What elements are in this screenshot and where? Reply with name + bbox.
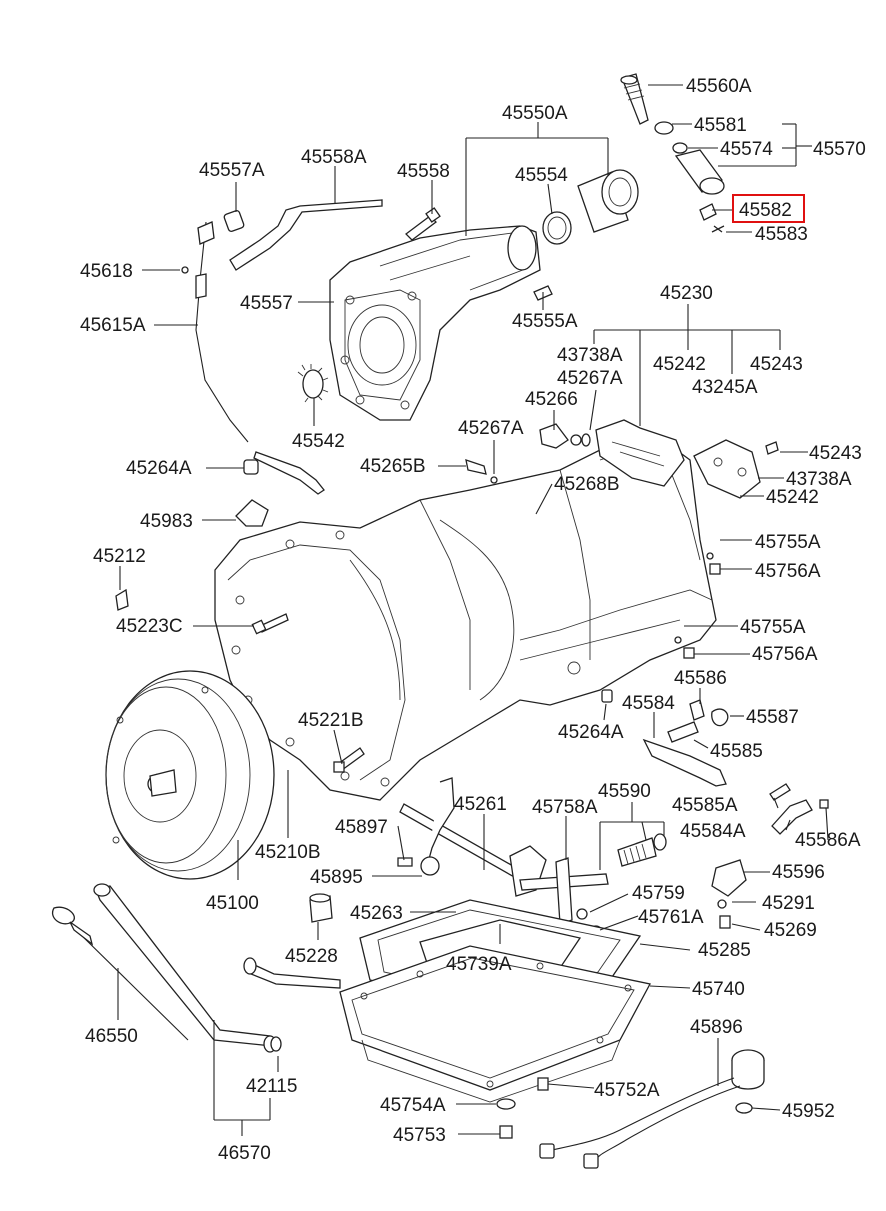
label-45267A-top[interactable]: 45267A [557, 368, 623, 389]
leader-lines [117, 84, 829, 1136]
part-labels: 45560A 45581 45574 45570 45582 45583 455… [80, 76, 866, 1164]
label-45555A[interactable]: 45555A [512, 311, 578, 332]
label-45267A-mid[interactable]: 45267A [458, 418, 524, 439]
label-45574[interactable]: 45574 [720, 139, 773, 160]
label-42115[interactable]: 42115 [246, 1076, 297, 1097]
label-45263[interactable]: 45263 [350, 903, 403, 924]
label-45952[interactable]: 45952 [782, 1101, 835, 1122]
label-45223C[interactable]: 45223C [116, 616, 183, 637]
label-45210B[interactable]: 45210B [255, 842, 321, 863]
label-46570[interactable]: 46570 [218, 1143, 271, 1164]
label-45228[interactable]: 45228 [285, 946, 338, 967]
label-45269[interactable]: 45269 [764, 920, 817, 941]
label-45560A[interactable]: 45560A [686, 76, 752, 97]
label-45983[interactable]: 45983 [140, 511, 193, 532]
dipstick-and-tube-drawing [51, 883, 341, 1053]
torque-converter-drawing [105, 670, 275, 880]
label-45586[interactable]: 45586 [674, 668, 727, 689]
label-45759[interactable]: 45759 [632, 883, 685, 904]
small-hardware-drawing [115, 423, 829, 835]
label-45268B[interactable]: 45268B [554, 474, 620, 495]
label-45583[interactable]: 45583 [755, 224, 808, 245]
label-45570[interactable]: 45570 [813, 139, 866, 160]
label-45542[interactable]: 45542 [292, 431, 345, 452]
label-45264A-right[interactable]: 45264A [558, 722, 624, 743]
label-45584[interactable]: 45584 [622, 693, 675, 714]
label-46550[interactable]: 46550 [85, 1026, 138, 1047]
label-45752A[interactable]: 45752A [594, 1080, 660, 1101]
label-45242-right[interactable]: 45242 [766, 487, 819, 508]
label-45557A[interactable]: 45557A [199, 160, 265, 181]
label-45266[interactable]: 45266 [525, 389, 578, 410]
label-45230[interactable]: 45230 [660, 283, 713, 304]
label-45755A-2[interactable]: 45755A [740, 617, 806, 638]
label-45754A[interactable]: 45754A [380, 1095, 446, 1116]
label-45265B[interactable]: 45265B [360, 456, 426, 477]
label-45586A[interactable]: 45586A [795, 830, 861, 851]
label-45756A-1[interactable]: 45756A [755, 561, 821, 582]
label-45587[interactable]: 45587 [746, 707, 799, 728]
label-45582[interactable]: 45582 [739, 200, 792, 221]
label-45585[interactable]: 45585 [710, 741, 763, 762]
label-45221B[interactable]: 45221B [298, 710, 364, 731]
label-45618[interactable]: 45618 [80, 261, 133, 282]
label-45740[interactable]: 45740 [692, 979, 745, 1000]
label-45242-top[interactable]: 45242 [653, 354, 706, 375]
label-43738A-right[interactable]: 43738A [786, 469, 852, 490]
label-45100[interactable]: 45100 [206, 893, 259, 914]
label-45554[interactable]: 45554 [515, 165, 568, 186]
label-45756A-2[interactable]: 45756A [752, 644, 818, 665]
label-45558A[interactable]: 45558A [301, 147, 367, 168]
label-45895[interactable]: 45895 [310, 867, 363, 888]
label-45739A[interactable]: 45739A [446, 954, 512, 975]
label-45896[interactable]: 45896 [690, 1017, 743, 1038]
part-drawings [51, 73, 829, 1169]
label-45558[interactable]: 45558 [397, 161, 450, 182]
label-45550A[interactable]: 45550A [502, 103, 568, 124]
extension-housing-drawing [297, 169, 639, 421]
label-45897[interactable]: 45897 [335, 817, 388, 838]
label-45291[interactable]: 45291 [762, 893, 815, 914]
transmission-case-drawing [214, 419, 717, 801]
label-43245A[interactable]: 43245A [692, 377, 758, 398]
label-45264A-left[interactable]: 45264A [126, 458, 192, 479]
label-45761A[interactable]: 45761A [638, 907, 704, 928]
label-45615A[interactable]: 45615A [80, 315, 146, 336]
label-45755A-1[interactable]: 45755A [755, 532, 821, 553]
label-45581[interactable]: 45581 [694, 115, 747, 136]
speedo-gear-assembly-drawing [620, 73, 725, 233]
label-45212[interactable]: 45212 [93, 546, 146, 567]
label-45285[interactable]: 45285 [698, 940, 751, 961]
label-45758A[interactable]: 45758A [532, 797, 598, 818]
label-45596[interactable]: 45596 [772, 862, 825, 883]
label-45261[interactable]: 45261 [454, 794, 507, 815]
label-45584A[interactable]: 45584A [680, 821, 746, 842]
label-45243-top[interactable]: 45243 [750, 354, 803, 375]
shift-linkage-drawing [309, 777, 747, 939]
label-45585A[interactable]: 45585A [672, 795, 738, 816]
highlight-box [732, 194, 805, 223]
label-43738A-top[interactable]: 43738A [557, 345, 623, 366]
solenoid-harness-drawing [539, 1049, 765, 1169]
label-45557[interactable]: 45557 [240, 293, 293, 314]
label-45590[interactable]: 45590 [598, 781, 651, 802]
oil-pan-drawing [339, 899, 651, 1139]
breather-and-cable-drawing [181, 199, 383, 443]
label-45753[interactable]: 45753 [393, 1125, 446, 1146]
label-45243-right[interactable]: 45243 [809, 443, 862, 464]
